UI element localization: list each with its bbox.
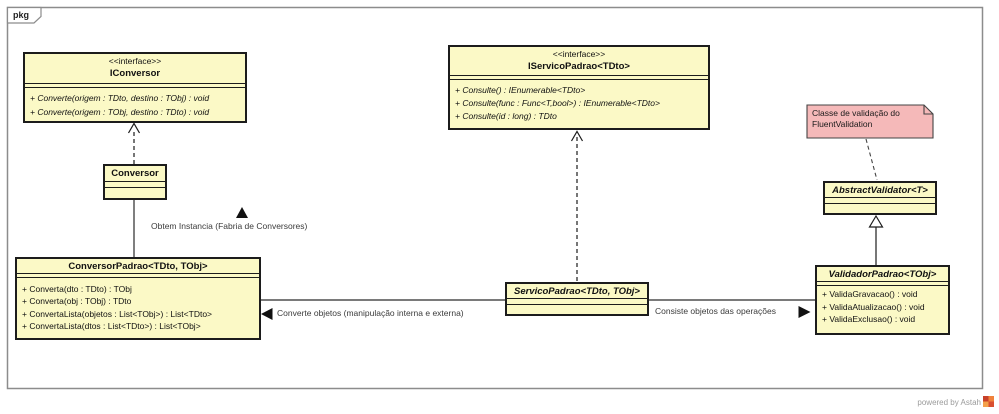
label-consiste-objetos[interactable]: Consiste objetos das operações [655, 306, 776, 316]
class-name: Conversor [111, 168, 159, 179]
class-abstractvalidator[interactable]: AbstractValidator<T> [823, 181, 937, 215]
operation: + ValidaGravacao() : void [822, 289, 918, 299]
open-arrowhead-icon [570, 130, 584, 142]
attributes-compartment [25, 83, 245, 88]
operation: + Consulte() : IEnumerable<TDto> [455, 85, 586, 95]
powered-by: powered by Astah [0, 396, 994, 407]
class-conversor[interactable]: Conversor [103, 164, 167, 200]
label-obtem-instancia[interactable]: Obtem Instancia (Fabria de Conversores) [151, 221, 308, 231]
open-arrowhead-icon [127, 122, 141, 134]
frame-tag-pentagon [6, 6, 42, 24]
operation: + Consulte(id : long) : TDto [455, 110, 557, 121]
class-iconversor[interactable]: <<interface>> IConversor + Converte(orig… [23, 52, 247, 123]
operation: + ValidaAtualizacao() : void [822, 301, 925, 312]
operations-compartment [105, 188, 165, 198]
stereotype-label: <<interface>> [108, 56, 162, 66]
class-header: <<interface>> IConversor [25, 54, 245, 83]
label-converte-objetos[interactable]: Converte objetos (manipulação interna e … [277, 308, 464, 318]
hollow-triangle-arrowhead-icon [868, 214, 884, 228]
direction-left-icon [261, 308, 273, 320]
stereotype-label: <<interface>> [552, 49, 606, 59]
class-header: AbstractValidator<T> [825, 183, 935, 197]
direction-right-icon [798, 306, 811, 318]
direction-up-icon [236, 207, 248, 218]
operations-compartment: + Converte(origem : TDto, destino : TObj… [25, 88, 245, 121]
attributes-compartment [450, 75, 708, 80]
operation: + Consulte(func : Func<T,bool>) : IEnume… [455, 97, 660, 108]
attributes-compartment [17, 273, 259, 278]
class-header: <<interface>> IServicoPadrao<TDto> [450, 47, 708, 75]
operation: + ConvertaLista(objetos : List<TObj>) : … [22, 308, 213, 319]
class-name: IConversor [109, 68, 161, 79]
note-fluentvalidation[interactable]: Classe de validação do FluentValidation [812, 108, 900, 129]
note-fold-icon [923, 105, 933, 115]
powered-by-text: powered by Astah [917, 398, 981, 407]
class-name: ConversorPadrao<TDto, TObj> [68, 261, 208, 272]
class-header: ConversorPadrao<TDto, TObj> [17, 259, 259, 273]
operation: + Converte(origem : TObj, destino : TDto… [30, 106, 210, 117]
note-anchor-line [865, 138, 878, 181]
operation: + ConvertaLista(dtos : List<TDto>) : Lis… [22, 321, 201, 332]
attributes-compartment [825, 197, 935, 204]
class-servicopadrao[interactable]: ServicoPadrao<TDto, TObj> [505, 282, 649, 316]
operations-compartment: + ValidaGravacao() : void + ValidaAtuali… [817, 286, 948, 333]
operations-compartment: + Consulte() : IEnumerable<TDto> + Consu… [450, 80, 708, 128]
frame-border [6, 6, 984, 390]
attributes-compartment [105, 181, 165, 188]
class-validadorpadrao[interactable]: ValidadorPadrao<TObj> + ValidaGravacao()… [815, 265, 950, 335]
class-header: ServicoPadrao<TDto, TObj> [507, 284, 647, 298]
class-name: IServicoPadrao<TDto> [528, 61, 630, 72]
attributes-compartment [817, 281, 948, 286]
class-conversorpadrao[interactable]: ConversorPadrao<TDto, TObj> + Converta(d… [15, 257, 261, 340]
operations-compartment [825, 204, 935, 213]
operation: + ValidaExclusao() : void [822, 314, 916, 324]
class-name: ServicoPadrao<TDto, TObj> [513, 286, 640, 297]
operations-compartment [507, 305, 647, 314]
astah-logo-icon [983, 396, 994, 407]
class-name: AbstractValidator<T> [832, 185, 928, 196]
attributes-compartment [507, 298, 647, 305]
class-header: ValidadorPadrao<TObj> [817, 267, 948, 281]
operation: + Converta(obj : TObj) : TDto [22, 296, 132, 307]
operations-compartment: + Converta(dto : TDto) : TObj + Converta… [17, 278, 259, 338]
operation: + Converta(dto : TDto) : TObj [22, 284, 132, 294]
class-name: ValidadorPadrao<TObj> [828, 269, 937, 280]
class-iservicopadrao[interactable]: <<interface>> IServicoPadrao<TDto> + Con… [448, 45, 710, 130]
frame-tag-label: pkg [13, 10, 30, 20]
operation: + Converte(origem : TDto, destino : TObj… [30, 93, 210, 103]
class-header: Conversor [105, 166, 165, 181]
note-shape[interactable] [806, 104, 934, 139]
